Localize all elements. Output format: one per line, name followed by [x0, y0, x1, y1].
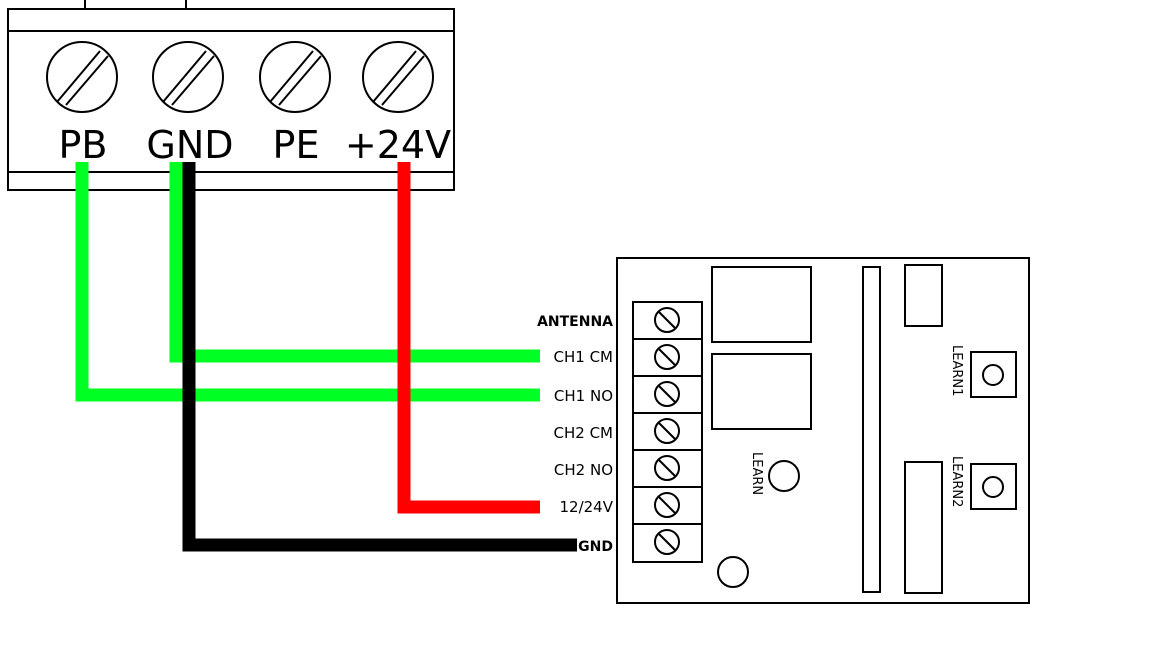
learn-label: LEARN [749, 452, 764, 495]
learn2-button[interactable] [970, 463, 1017, 510]
screw-gnd [152, 41, 224, 113]
receiver-screw-ch2cm [654, 418, 680, 444]
screw-24v [362, 41, 434, 113]
wire-gnd-to-ch1cm [169, 162, 540, 363]
receiver-label-1224v: 12/24V [560, 498, 614, 516]
learn2-label: LEARN2 [949, 456, 964, 507]
component-bottom-right [904, 461, 943, 594]
receiver-label-gnd: GND [578, 539, 613, 555]
receiver-screw-antenna [654, 307, 680, 333]
wire-24v-to-1224v [397, 162, 540, 514]
receiver-label-ch1cm: CH1 CM [554, 348, 613, 366]
component-top-right [904, 264, 943, 327]
receiver-terminal-strip [632, 301, 703, 563]
wire-gnd-to-gnd [182, 162, 577, 552]
board-strip [862, 266, 881, 593]
learn1-label: LEARN1 [949, 345, 964, 396]
receiver-screw-gnd [654, 529, 680, 555]
screw-pb [46, 41, 118, 113]
wires [75, 162, 577, 552]
terminal-label-gnd: GND [146, 123, 233, 167]
receiver-screw-ch2no [654, 455, 680, 481]
screw-pe [259, 41, 331, 113]
receiver-board: ANTENNA CH1 CM CH1 NO CH2 CM CH2 NO 12/2… [537, 257, 1030, 604]
receiver-screw-1224v [654, 492, 680, 518]
led-indicator [717, 556, 749, 588]
relay-2 [711, 353, 812, 430]
terminal-block: PB GND PE +24V [7, 0, 455, 191]
receiver-label-ch2no: CH2 NO [554, 461, 613, 479]
learn-button[interactable] [768, 460, 800, 492]
terminal-label-pb: PB [59, 123, 108, 167]
terminal-label-24v: +24V [345, 123, 451, 167]
receiver-label-ch1no: CH1 NO [554, 387, 613, 405]
receiver-label-ch2cm: CH2 CM [554, 424, 613, 442]
relay-1 [711, 266, 812, 343]
learn1-button[interactable] [970, 351, 1017, 398]
receiver-screw-ch1cm [654, 344, 680, 370]
receiver-label-antenna: ANTENNA [537, 314, 613, 330]
terminal-label-pe: PE [273, 123, 320, 167]
receiver-screw-ch1no [654, 381, 680, 407]
wire-pb-to-ch1no [75, 162, 540, 402]
